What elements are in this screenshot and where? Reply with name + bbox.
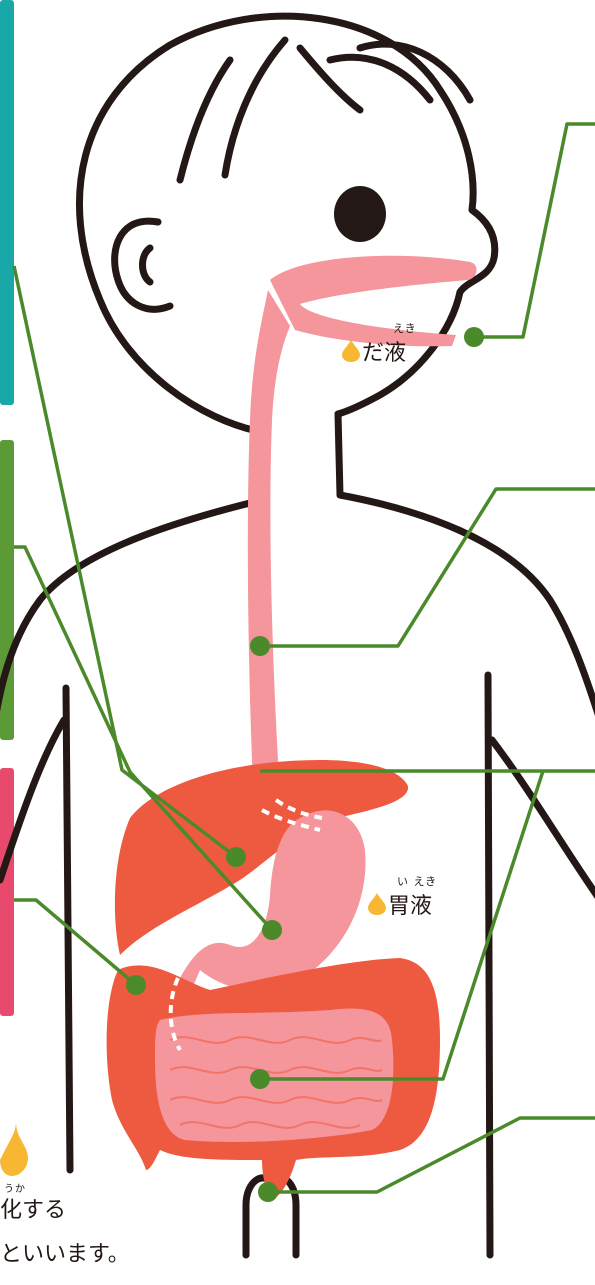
caption-line-1: 化する — [0, 1192, 66, 1224]
eye — [334, 186, 386, 242]
gastric-text: 胃液 — [388, 894, 432, 919]
leader-liver — [14, 266, 236, 857]
teal-side-bar — [0, 0, 14, 405]
gastric-ruby: い えき — [397, 873, 437, 889]
saliva-label: だ液 — [342, 335, 406, 367]
dot-anus — [258, 1182, 278, 1202]
leader-esophagus — [260, 489, 595, 646]
dot-small-intestine — [250, 1069, 270, 1089]
pink-side-bar — [0, 768, 14, 1016]
dot-mouth — [464, 327, 484, 347]
saliva-text: だ液 — [362, 341, 406, 366]
drop-icon — [342, 340, 360, 362]
dot-stomach — [262, 920, 282, 940]
saliva-ruby: えき — [393, 320, 417, 336]
dot-esophagus — [250, 636, 270, 656]
caption-line-2: といいます。 — [0, 1236, 130, 1268]
dot-liver — [226, 847, 246, 867]
drop-icon — [368, 893, 386, 915]
caption-drop-icon — [0, 1122, 28, 1176]
dot-large-intestine — [126, 975, 146, 995]
gastric-label: 胃液 — [368, 888, 432, 920]
esophagus — [248, 290, 290, 830]
